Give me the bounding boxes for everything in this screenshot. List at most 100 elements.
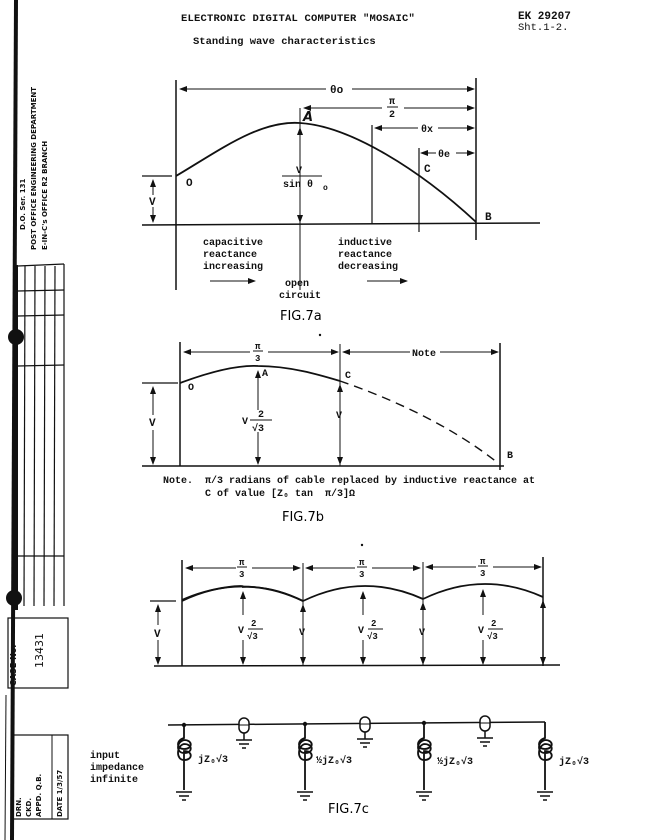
svg-text:V: V [296, 166, 302, 177]
document-subtitle: Standing wave characteristics [193, 36, 376, 48]
svg-text:A: A [262, 369, 268, 380]
svg-text:2: 2 [491, 619, 496, 629]
dim-thetae: θe [438, 149, 450, 161]
svg-text:2: 2 [251, 619, 256, 629]
svg-text:C: C [424, 164, 431, 176]
wave-segment [181, 585, 304, 602]
svg-text:O: O [188, 383, 194, 394]
svg-text:2: 2 [371, 619, 376, 629]
approval-row: CKD. [25, 798, 33, 817]
svg-text:π: π [389, 97, 395, 108]
svg-text:B: B [507, 451, 513, 462]
document-title: ELECTRONIC DIGITAL COMPUTER "MOSAIC" [181, 13, 416, 25]
svg-text:2: 2 [258, 410, 264, 421]
svg-text:V: V [419, 628, 425, 639]
case-box [7, 617, 69, 689]
dim-theta0: θo [330, 85, 344, 97]
wave-segment [422, 583, 544, 600]
svg-text:V: V [336, 411, 342, 422]
office-stamp: E-IN-C's OFFICE R2 BRANCH [41, 141, 49, 250]
dim-thetax: θx [421, 124, 433, 136]
note-text: Note. π/3 radians of cable replaced by i… [163, 475, 535, 487]
svg-text:decreasing: decreasing [338, 261, 398, 273]
svg-text:infinite: infinite [90, 774, 138, 786]
figure-caption: FIG.7c [328, 802, 369, 817]
svg-text:π: π [480, 557, 486, 567]
figure-7b: π 3 Note O A C B V V 2 √3 V Note. π/3 ra… [142, 342, 535, 525]
do-reference: D.O. Ser. 131 [19, 179, 27, 230]
svg-text:O: O [186, 178, 193, 190]
capacitor-icon [477, 715, 493, 747]
inductor-icon [537, 722, 553, 801]
svg-text:√3: √3 [247, 631, 258, 642]
capacitor-icon [357, 716, 373, 748]
note-text: C of value [Z₀ tan π/3]Ω [163, 488, 355, 500]
svg-text:π: π [255, 342, 261, 352]
speck [318, 333, 322, 337]
peak-label: V 2 √3 [238, 591, 263, 665]
svg-text:V: V [358, 626, 364, 637]
svg-text:Note: Note [412, 349, 436, 360]
svg-text:V: V [154, 629, 161, 641]
svg-text:√3: √3 [487, 631, 498, 642]
figure-7a: θo π 2 θx θe A O C B V V sin θ o capacit… [141, 78, 541, 324]
svg-text:B: B [485, 212, 492, 224]
figure-caption: FIG.7b [282, 510, 324, 525]
case-label: CASE No. [9, 645, 18, 686]
svg-text:V: V [478, 626, 484, 637]
margin-grid [17, 263, 65, 607]
svg-text:reactance: reactance [338, 250, 392, 261]
inductor-icon [416, 720, 432, 801]
svg-text:π: π [359, 558, 365, 568]
svg-text:increasing: increasing [203, 261, 263, 273]
dashed-wave-curve [339, 380, 499, 464]
inductor-label: jZ₀√3 [559, 756, 589, 768]
punch-hole-icon [8, 329, 24, 345]
inductor-icon [176, 722, 192, 801]
sheet-number: Sht.1-2. [518, 22, 569, 34]
svg-text:π: π [239, 558, 245, 568]
svg-text:input: input [90, 750, 120, 762]
peak-label: V 2 √3 [478, 589, 503, 665]
case-number: 13431 [33, 633, 46, 668]
svg-text:3: 3 [239, 570, 244, 580]
svg-text:√3: √3 [367, 631, 378, 642]
speck [360, 543, 364, 547]
svg-text:impedance: impedance [90, 762, 144, 774]
svg-text:2: 2 [389, 110, 395, 121]
svg-text:reactance: reactance [203, 250, 257, 261]
approval-row: APPD. Q.B. [35, 774, 43, 817]
figure-caption: FIG.7a [280, 309, 322, 324]
svg-text:V: V [238, 626, 244, 637]
svg-text:circuit: circuit [279, 290, 321, 302]
approval-box [11, 734, 69, 820]
svg-text:V: V [149, 197, 156, 209]
inductor-label: ½jZ₀√3 [316, 755, 352, 767]
svg-text:3: 3 [480, 569, 485, 579]
wave-segment [302, 585, 424, 602]
svg-text:A: A [302, 110, 313, 125]
document-reference: EK 29207 [518, 11, 571, 23]
inductor-icon [297, 721, 313, 801]
svg-text:√3: √3 [252, 423, 264, 435]
svg-text:capacitive: capacitive [203, 237, 263, 249]
department-stamp: POST OFFICE ENGINEERING DEPARTMENT [30, 87, 38, 250]
svg-text:V: V [242, 417, 248, 428]
peak-label: V 2 √3 [358, 591, 383, 665]
standing-wave-curve [179, 364, 341, 384]
svg-text:open: open [285, 279, 309, 290]
figure-7c-waveform: π 3 π 3 π 3 V V 2 √3 V 2 [150, 557, 561, 667]
approval-row: DATE 1/3/57 [56, 770, 64, 817]
margin-binding: POST OFFICE ENGINEERING DEPARTMENT E-IN-… [4, 0, 69, 840]
punch-hole-icon [6, 590, 22, 606]
standing-wave-curve [175, 122, 477, 223]
svg-text:o: o [323, 184, 328, 193]
figure-7c-circuit: input impedance infinite jZ₀√3 [90, 715, 589, 817]
inductor-label: ½jZ₀√3 [437, 756, 473, 768]
svg-text:sin θ: sin θ [283, 179, 313, 191]
inductor-label: jZ₀√3 [198, 754, 228, 766]
capacitor-icon [236, 717, 252, 749]
svg-text:C: C [345, 371, 351, 382]
svg-text:3: 3 [359, 570, 364, 580]
